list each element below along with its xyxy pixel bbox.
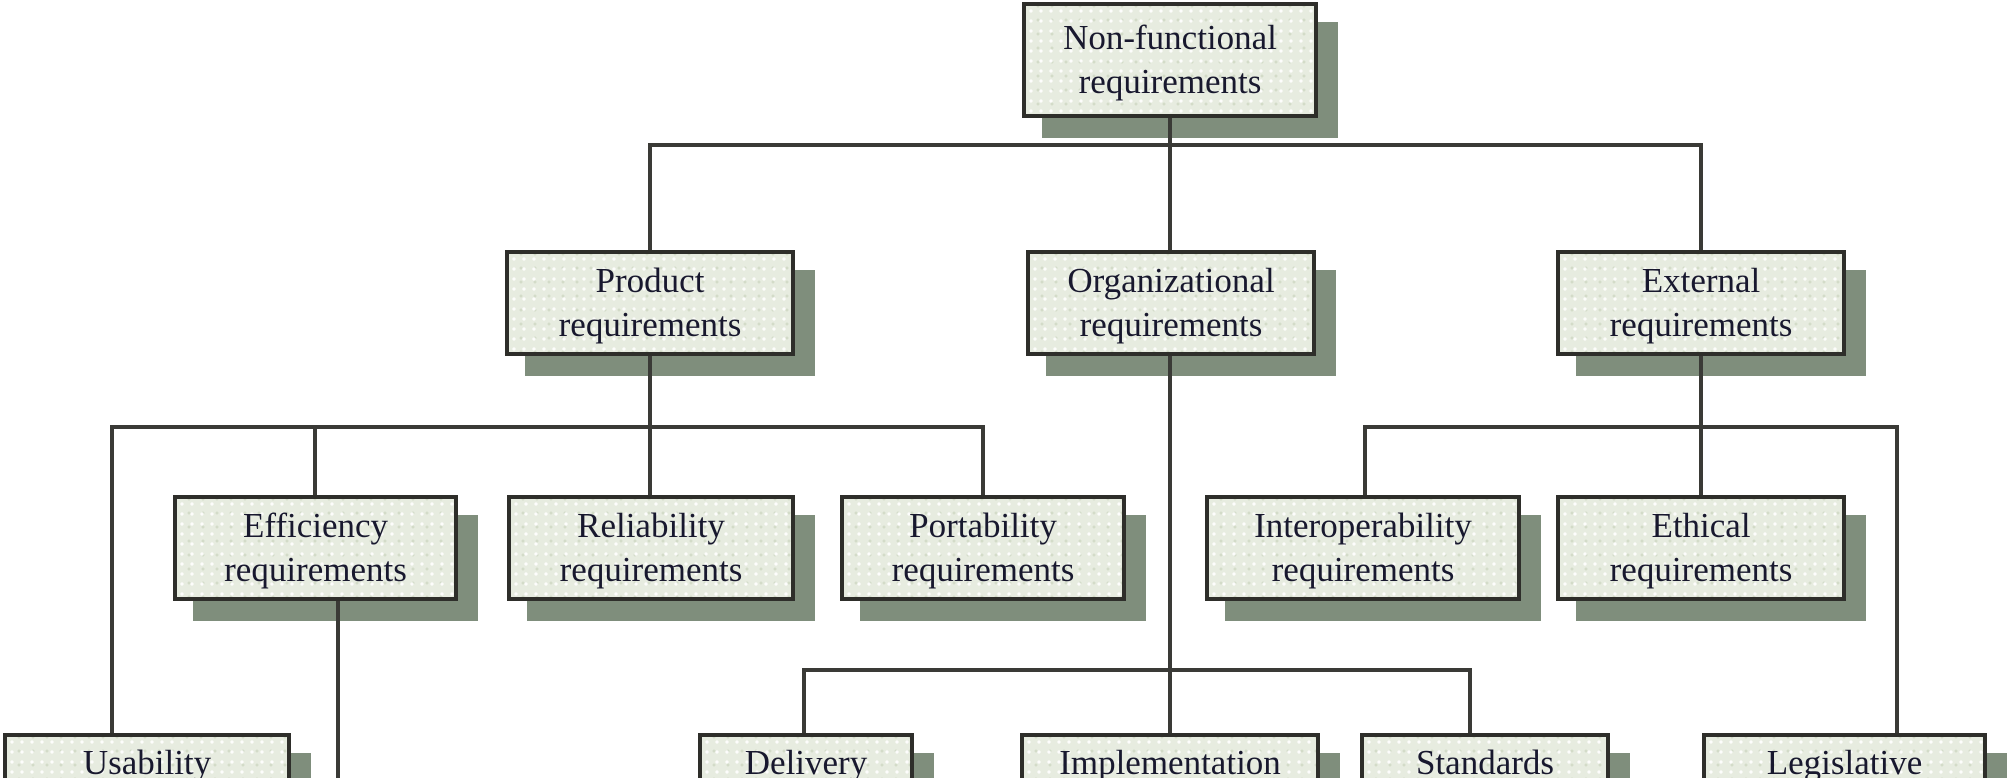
- node-label: Legislative: [1766, 743, 1923, 778]
- node-interoperability-requirements: Interoperability requirements: [1205, 495, 1521, 601]
- connector-efficiency-down: [336, 601, 340, 778]
- connector-to-standards: [1468, 668, 1472, 733]
- connector-to-legislative: [1895, 425, 1899, 733]
- connector-to-efficiency: [313, 425, 317, 495]
- node-external-requirements: External requirements: [1556, 250, 1846, 356]
- node-legislative: Legislative: [1702, 733, 1987, 778]
- node-delivery: Delivery: [698, 733, 914, 778]
- connector-root-stub: [1168, 116, 1172, 147]
- node-product-requirements: Product requirements: [505, 250, 795, 356]
- node-label: Usability: [82, 743, 212, 778]
- connector-external-rail: [1363, 425, 1899, 429]
- node-label: Standards: [1415, 743, 1555, 778]
- node-label: Efficiency requirements: [224, 506, 407, 589]
- node-organizational-requirements: Organizational requirements: [1026, 250, 1316, 356]
- connector-to-interoperability: [1363, 425, 1367, 495]
- node-label: External requirements: [1609, 261, 1793, 344]
- connector-to-product: [648, 143, 652, 250]
- node-portability-requirements: Portability requirements: [840, 495, 1126, 601]
- node-reliability-requirements: Reliability requirements: [507, 495, 795, 601]
- node-label: Non-functional requirements: [1063, 18, 1277, 101]
- node-implementation: Implementation: [1020, 733, 1320, 778]
- node-non-functional-requirements: Non-functional requirements: [1022, 2, 1318, 118]
- connector-to-delivery: [802, 668, 806, 733]
- node-standards: Standards: [1360, 733, 1610, 778]
- connector-organizational-to-implementation: [1168, 356, 1172, 733]
- connector-level2-rail: [648, 143, 1703, 147]
- node-label: Delivery: [744, 743, 868, 778]
- connector-organizational-rail: [802, 668, 1472, 672]
- node-ethical-requirements: Ethical requirements: [1556, 495, 1846, 601]
- node-label: Interoperability requirements: [1254, 506, 1472, 589]
- node-label: Product requirements: [558, 261, 742, 344]
- node-label: Ethical requirements: [1609, 506, 1793, 589]
- node-efficiency-requirements: Efficiency requirements: [173, 495, 458, 601]
- connector-product-rail: [110, 425, 985, 429]
- node-usability: Usability: [3, 733, 291, 778]
- node-label: Organizational requirements: [1067, 261, 1275, 344]
- connector-to-organizational: [1168, 143, 1172, 250]
- node-label: Implementation: [1059, 743, 1281, 778]
- connector-to-usability: [110, 425, 114, 733]
- node-label: Portability requirements: [891, 506, 1075, 589]
- connector-to-external: [1699, 143, 1703, 250]
- node-label: Reliability requirements: [559, 506, 743, 589]
- connector-to-portability: [981, 425, 985, 495]
